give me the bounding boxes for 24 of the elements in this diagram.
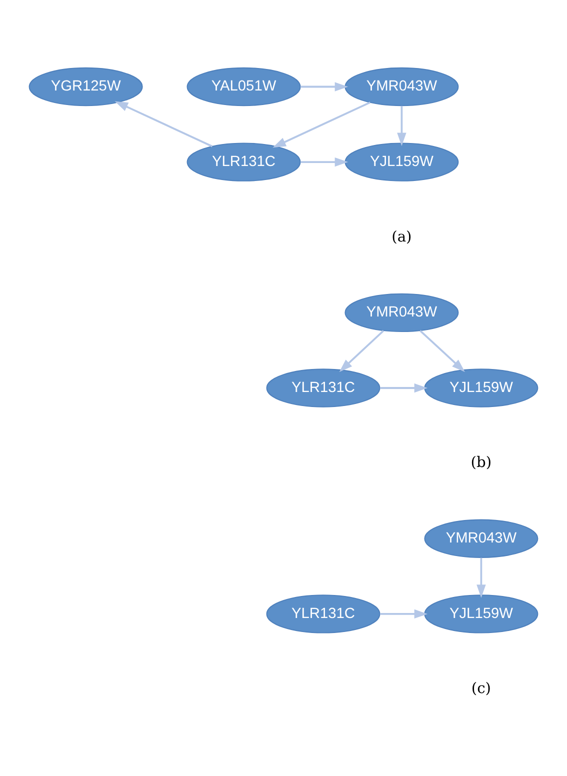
label: (b) [470,454,492,472]
node-ellipse: YGR125W [28,67,143,106]
arrow [397,106,406,146]
node-ellipse: YMR043W [344,67,459,106]
node-ellipse: YLR131C [186,142,301,182]
label: (c) [471,680,491,698]
node-ellipse: YAL051W [186,67,301,106]
arrow [300,82,348,92]
node-ellipse: YJL159W [424,368,538,408]
node-ellipse: YLR131C [266,594,380,634]
node-ellipse: YJL159W [344,142,459,182]
node-ellipse: YLR131C [266,368,380,408]
node-ellipse: YMR043W [344,293,459,332]
node-ellipse: YJL159W [424,594,538,634]
arrow [272,102,371,148]
arrow [300,157,348,167]
arrow [114,101,213,148]
arrow [339,330,384,372]
arrow [380,609,428,619]
label: (a) [392,228,412,246]
arrow [380,383,428,393]
node-ellipse: YMR043W [424,519,538,558]
arrow [476,558,486,598]
arrow [420,330,465,372]
